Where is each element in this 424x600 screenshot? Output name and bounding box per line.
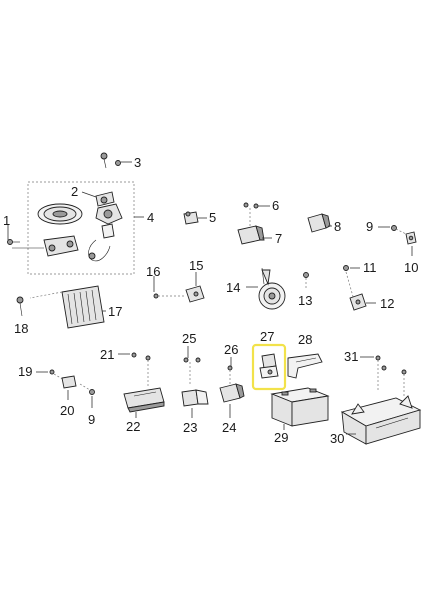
callout-11: 11 (363, 260, 377, 275)
callout-22: 22 (126, 419, 140, 434)
part-3-bolt (100, 152, 121, 169)
part-6-screw (243, 202, 259, 209)
lock-cable (12, 235, 79, 257)
part-30-battery-tray (340, 395, 422, 445)
part-22-ecu (123, 387, 165, 413)
callout-25: 25 (182, 331, 196, 346)
callout-23: 23 (183, 420, 197, 435)
part-24-relay (219, 383, 245, 403)
callout-13: 13 (298, 293, 312, 308)
part-5-connector (183, 211, 199, 225)
part-16-screw (153, 293, 186, 299)
callout-21: 21 (100, 347, 114, 362)
callout-18: 18 (14, 321, 28, 336)
callout-15: 15 (189, 258, 203, 273)
callout-17: 17 (108, 304, 122, 319)
callout-19: 19 (18, 364, 32, 379)
callout-14: 14 (226, 280, 240, 295)
part-9-bolt-top (391, 225, 407, 235)
part-17-rectifier (29, 285, 105, 329)
group-4-frame (27, 181, 135, 275)
part-14-horn (258, 267, 286, 310)
part-8-sensor (307, 213, 331, 233)
part-13-nut (303, 272, 309, 290)
callout-10: 10 (404, 260, 418, 275)
part-23-relay-bracket (181, 389, 209, 407)
part-7-relay (237, 208, 265, 245)
part-28-strap (287, 353, 323, 379)
callout-4: 4 (147, 210, 154, 225)
part-1-bolt (7, 239, 20, 245)
part-9-bolt-bottom (79, 383, 95, 395)
callout-9-top: 9 (366, 219, 373, 234)
callout-27: 27 (260, 329, 274, 344)
part-27-relay (259, 353, 279, 379)
callout-5: 5 (209, 210, 216, 225)
part-31-screws (375, 355, 407, 396)
callout-2: 2 (71, 184, 78, 199)
callout-20: 20 (60, 403, 74, 418)
part-27-highlight-box (251, 343, 287, 391)
part-10-switch (405, 231, 417, 245)
part-26-screw (227, 365, 233, 384)
callout-8: 8 (334, 219, 341, 234)
part-12-bracket (345, 271, 367, 311)
callout-3: 3 (134, 155, 141, 170)
callout-29: 29 (274, 430, 288, 445)
lock-cover-disc (37, 203, 83, 225)
part-21-screw (131, 352, 151, 388)
callout-31: 31 (344, 349, 358, 364)
part-20-relay (61, 375, 77, 389)
callout-24: 24 (222, 420, 236, 435)
part-18-bolt (16, 296, 24, 317)
callout-12: 12 (380, 296, 394, 311)
part-11-screw (343, 265, 349, 271)
callout-6: 6 (272, 198, 279, 213)
part-2-key-housing (95, 191, 115, 207)
callout-30: 30 (330, 431, 344, 446)
callout-7: 7 (275, 231, 282, 246)
callout-28: 28 (298, 332, 312, 347)
part-25-screw (183, 357, 201, 386)
callout-9-bottom: 9 (88, 412, 95, 427)
callout-26: 26 (224, 342, 238, 357)
part-19-clip (49, 369, 65, 381)
callout-1: 1 (3, 213, 10, 228)
ignition-switch (88, 203, 123, 262)
part-15-regulator-small (185, 285, 205, 303)
part-29-battery (270, 387, 330, 427)
callout-16: 16 (146, 264, 160, 279)
